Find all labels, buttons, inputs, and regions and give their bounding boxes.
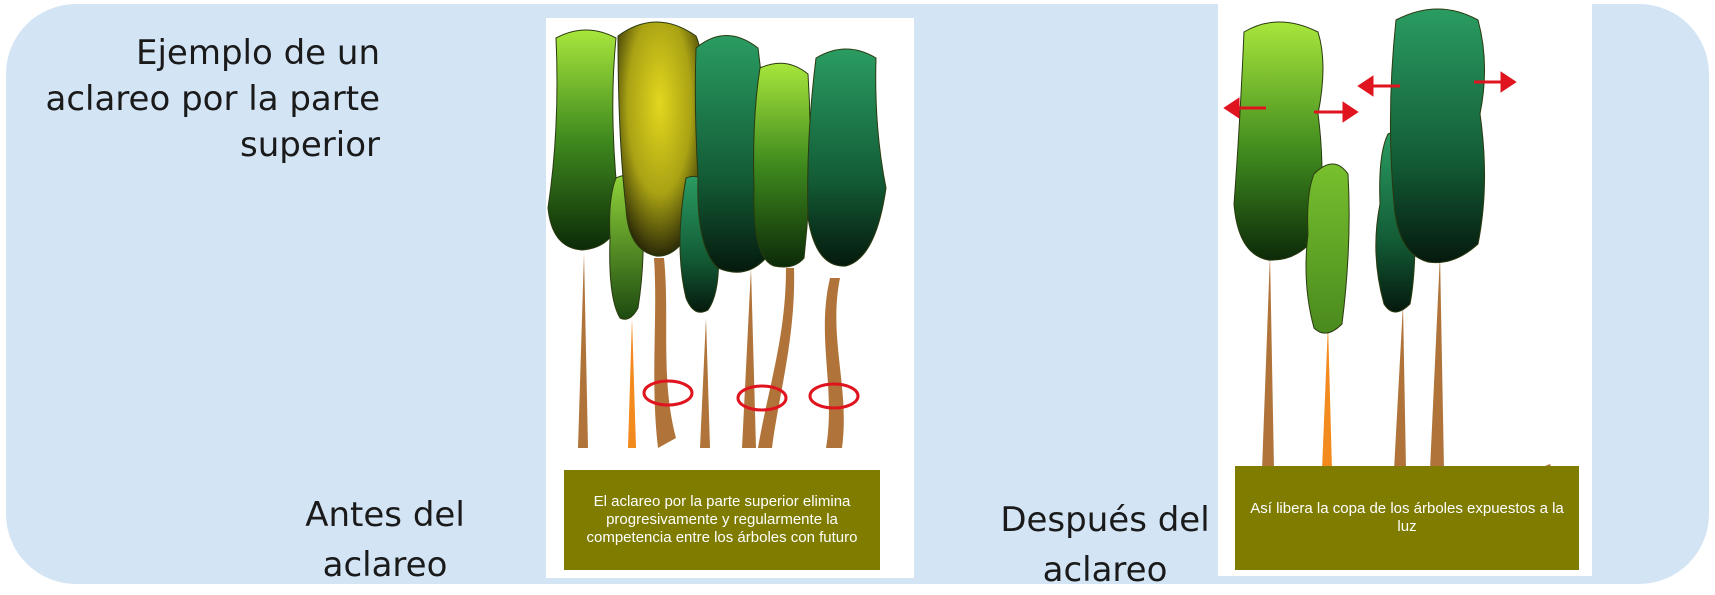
trunk bbox=[578, 253, 588, 448]
trunk bbox=[654, 258, 676, 448]
trunk bbox=[1262, 254, 1274, 470]
trunk bbox=[1430, 254, 1444, 470]
after-thinning-illustration: Así libera la copa de los árboles expues… bbox=[1218, 4, 1592, 576]
tree-crown bbox=[1390, 9, 1484, 263]
tree-crown bbox=[1306, 164, 1349, 333]
trunk bbox=[700, 318, 710, 448]
before-label-line-1: Antes del bbox=[270, 490, 500, 540]
title-line-3: superior bbox=[0, 122, 380, 168]
trunk bbox=[742, 268, 756, 448]
expansion-arrow bbox=[1314, 104, 1356, 120]
trunk bbox=[1322, 324, 1332, 470]
before-label-line-2: aclareo bbox=[270, 540, 500, 590]
tree-crown bbox=[754, 63, 811, 267]
before-thinning-illustration: El aclareo por la parte superior elimina… bbox=[546, 18, 914, 578]
after-label-line-2: aclareo bbox=[985, 545, 1225, 595]
before-label: Antes del aclareo bbox=[270, 490, 500, 590]
slide-title: Ejemplo de un aclareo por la parte super… bbox=[0, 30, 380, 168]
title-line-2: aclareo por la parte bbox=[0, 76, 380, 122]
title-line-1: Ejemplo de un bbox=[0, 30, 380, 76]
trunk bbox=[628, 318, 636, 448]
after-caption: Así libera la copa de los árboles expues… bbox=[1235, 466, 1579, 570]
after-label-line-1: Después del bbox=[985, 495, 1225, 545]
before-caption: El aclareo por la parte superior elimina… bbox=[564, 470, 880, 570]
trunk bbox=[825, 278, 844, 448]
trunk bbox=[1394, 304, 1406, 470]
tree-crown bbox=[808, 49, 886, 266]
after-label: Después del aclareo bbox=[985, 495, 1225, 595]
trunk bbox=[758, 268, 794, 448]
